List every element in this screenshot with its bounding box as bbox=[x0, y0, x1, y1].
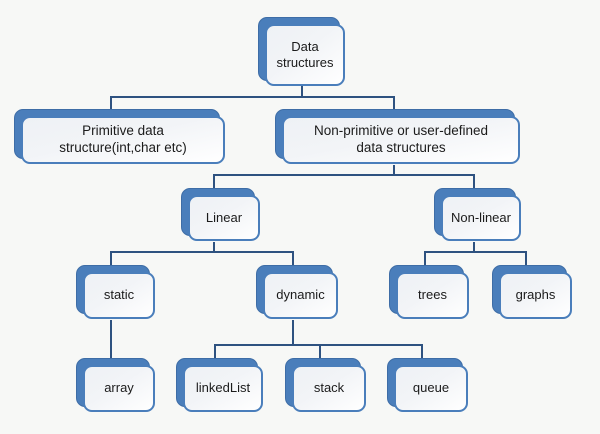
connector-static-to-array bbox=[110, 320, 112, 358]
node-face: Non-primitive or user-defined data struc… bbox=[282, 116, 520, 164]
connector-to-stack bbox=[319, 344, 321, 358]
node-queue[interactable]: queue bbox=[387, 358, 468, 412]
node-nonprimitive[interactable]: Non-primitive or user-defined data struc… bbox=[275, 109, 520, 164]
node-face: dynamic bbox=[263, 272, 338, 319]
connector-root-stem bbox=[301, 86, 303, 98]
node-label: static bbox=[103, 287, 135, 303]
node-label: Data structures bbox=[276, 38, 334, 70]
node-label: Primitive data structure(int,char etc) bbox=[59, 123, 187, 155]
node-dynamic[interactable]: dynamic bbox=[256, 265, 338, 319]
connector-to-graphs bbox=[525, 251, 527, 265]
connector-to-linear bbox=[213, 174, 215, 188]
node-face: queue bbox=[394, 365, 468, 412]
node-face: static bbox=[83, 272, 155, 319]
connector-nonlinear-stem bbox=[473, 242, 475, 252]
node-label: queue bbox=[412, 380, 450, 396]
connector-linear-children-bus bbox=[110, 251, 294, 253]
connector-to-queue bbox=[421, 344, 423, 358]
connector-nonprimitive-stem bbox=[393, 165, 395, 175]
node-label: stack bbox=[313, 380, 345, 396]
node-label: trees bbox=[418, 287, 447, 303]
node-label: array bbox=[104, 380, 134, 396]
node-label: linkedList bbox=[195, 380, 251, 396]
node-root[interactable]: Data structures bbox=[258, 17, 345, 86]
connector-linear-stem bbox=[213, 242, 215, 252]
connector-dynamic-stem bbox=[292, 320, 294, 345]
connector-to-trees bbox=[424, 251, 426, 265]
node-linear[interactable]: Linear bbox=[181, 188, 260, 241]
connector-dynamic-children-bus bbox=[214, 344, 423, 346]
node-nonlinear[interactable]: Non-linear bbox=[434, 188, 521, 241]
connector-to-linkedlist bbox=[214, 344, 216, 358]
node-face: Non-linear bbox=[441, 195, 521, 241]
connector-to-nonlinear bbox=[473, 174, 475, 188]
node-face: Data structures bbox=[265, 24, 345, 86]
node-face: array bbox=[83, 365, 155, 412]
connector-to-static bbox=[110, 251, 112, 265]
node-face: graphs bbox=[499, 272, 572, 319]
node-static[interactable]: static bbox=[76, 265, 155, 319]
node-stack[interactable]: stack bbox=[285, 358, 366, 412]
node-face: trees bbox=[396, 272, 469, 319]
connector-level1-bus bbox=[110, 96, 395, 98]
node-label: Non-linear bbox=[451, 209, 511, 225]
node-label: Linear bbox=[205, 209, 243, 225]
node-label: dynamic bbox=[276, 287, 325, 303]
node-label: graphs bbox=[515, 287, 556, 303]
connector-level2-bus bbox=[213, 174, 475, 176]
connector-to-primitive bbox=[110, 96, 112, 110]
connector-to-nonprimitive bbox=[393, 96, 395, 110]
node-graphs[interactable]: graphs bbox=[492, 265, 572, 319]
node-linkedlist[interactable]: linkedList bbox=[176, 358, 263, 412]
node-label: Non-primitive or user-defined data struc… bbox=[313, 123, 489, 155]
node-array[interactable]: array bbox=[76, 358, 155, 412]
node-face: linkedList bbox=[183, 365, 263, 412]
connector-to-dynamic bbox=[292, 251, 294, 265]
connector-nonlinear-children-bus bbox=[424, 251, 527, 253]
node-primitive[interactable]: Primitive data structure(int,char etc) bbox=[14, 109, 225, 164]
node-trees[interactable]: trees bbox=[389, 265, 469, 319]
node-face: Linear bbox=[188, 195, 260, 241]
node-face: stack bbox=[292, 365, 366, 412]
node-face: Primitive data structure(int,char etc) bbox=[21, 116, 225, 164]
